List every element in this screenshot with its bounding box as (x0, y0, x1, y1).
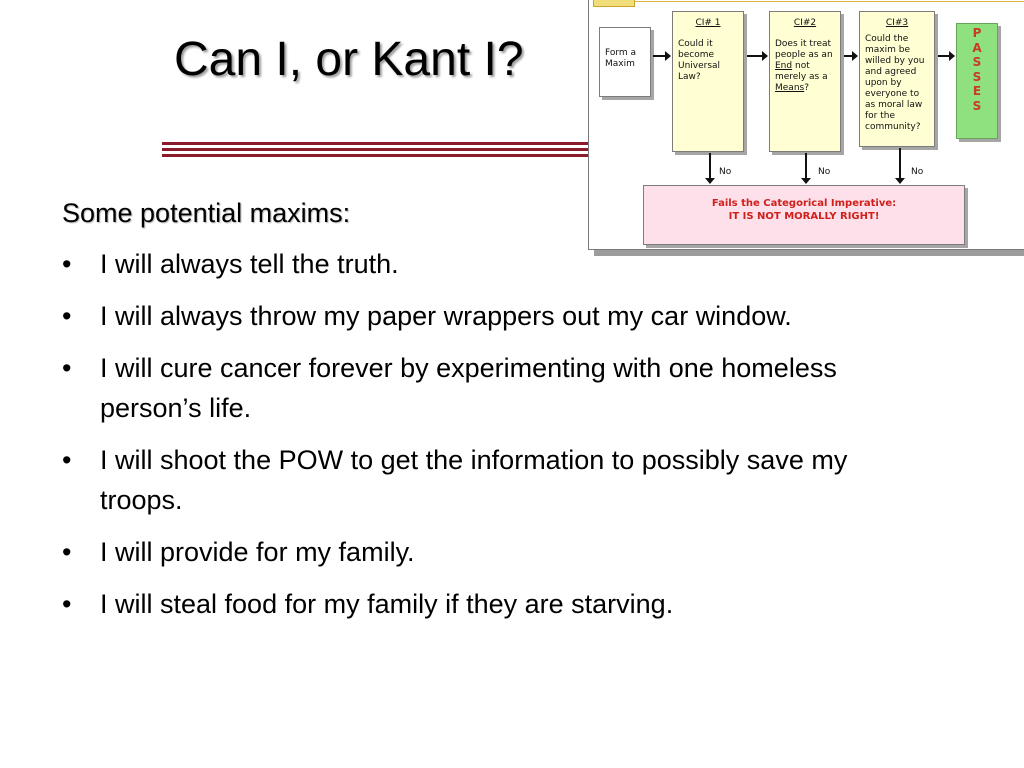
arrow-right-icon (653, 51, 671, 61)
ci1-box: CI# 1 Could it become Universal Law? (672, 11, 744, 152)
ci2-box: CI#2 Does it treat people as an End not … (769, 11, 841, 152)
fails-imperative-box: Fails the Categorical Imperative: IT IS … (643, 185, 965, 245)
list-item: • I will always tell the truth. (62, 244, 862, 284)
list-item: • I will steal food for my family if they… (62, 584, 862, 624)
passes-letter: S (972, 55, 982, 69)
arrow-right-icon (938, 51, 955, 61)
ci2-question-mark: ? (804, 83, 809, 93)
fails-line2: IT IS NOT MORALLY RIGHT! (728, 210, 880, 222)
list-item: • I will always throw my paper wrappers o… (62, 296, 862, 336)
maxim-text: I will always throw my paper wrappers ou… (100, 301, 792, 331)
top-border-line (635, 1, 1024, 2)
list-item: • I will provide for my family. (62, 532, 862, 572)
arrow-down-icon (801, 153, 811, 184)
ci2-text-line1: Does it treat people as an (775, 39, 833, 60)
maxims-list: • I will always tell the truth. • I will a… (62, 244, 862, 636)
arrow-right-icon (747, 51, 768, 61)
passes-letter: S (972, 69, 982, 84)
ci2-label: CI#2 (793, 18, 817, 28)
bullet-icon: • (62, 301, 72, 331)
passes-letter: A (972, 40, 982, 55)
categorical-imperative-flowchart: Form a Maxim CI# 1 Could it become Unive… (588, 0, 1024, 250)
passes-letter: P (972, 26, 982, 40)
bullet-icon: • (62, 353, 72, 383)
ci1-label: CI# 1 (695, 18, 721, 28)
maxim-text: I will provide for my family. (100, 537, 415, 567)
arrow-right-icon (844, 51, 858, 61)
passes-box: P A S S E S (956, 23, 998, 139)
list-item: • I will cure cancer forever by experimen… (62, 348, 862, 428)
maxim-text: I will cure cancer forever by experiment… (100, 353, 837, 423)
ci3-text: Could the maxim be willed by you and agr… (865, 34, 925, 132)
bullet-icon: • (62, 249, 72, 279)
arrow-down-icon (705, 153, 715, 184)
fails-line1: Fails the Categorical Imperative: (711, 198, 897, 209)
title-divider-line (162, 154, 594, 157)
ci2-end-word: End (775, 61, 793, 71)
ci3-label: CI#3 (885, 18, 909, 28)
corner-tab (593, 0, 635, 7)
no-label: No (818, 167, 831, 177)
title-divider-line (162, 148, 594, 151)
list-item: • I will shoot the POW to get the informa… (62, 440, 862, 520)
maxim-text: I will always tell the truth. (100, 249, 399, 279)
maxim-text: I will steal food for my family if they … (100, 589, 674, 619)
ci3-box: CI#3 Could the maxim be willed by you an… (859, 11, 935, 147)
maxims-heading: Some potential maxims: (62, 198, 351, 228)
ci2-text-line2: not merely as a (775, 61, 828, 82)
bullet-icon: • (62, 445, 72, 475)
no-label: No (719, 167, 732, 177)
maxim-text: I will shoot the POW to get the informat… (100, 445, 848, 515)
ci1-text: Could it become Universal Law? (678, 39, 721, 82)
no-label: No (911, 167, 924, 177)
arrow-down-icon (895, 148, 905, 184)
passes-letter: E (972, 84, 982, 98)
title-divider-line (162, 142, 594, 145)
bullet-icon: • (62, 589, 72, 619)
passes-letter: S (972, 98, 982, 113)
slide-title: Can I, or Kant I? (174, 33, 524, 86)
bullet-icon: • (62, 537, 72, 567)
form-maxim-box: Form a Maxim (599, 27, 651, 97)
ci2-means-word: Means (775, 83, 805, 93)
